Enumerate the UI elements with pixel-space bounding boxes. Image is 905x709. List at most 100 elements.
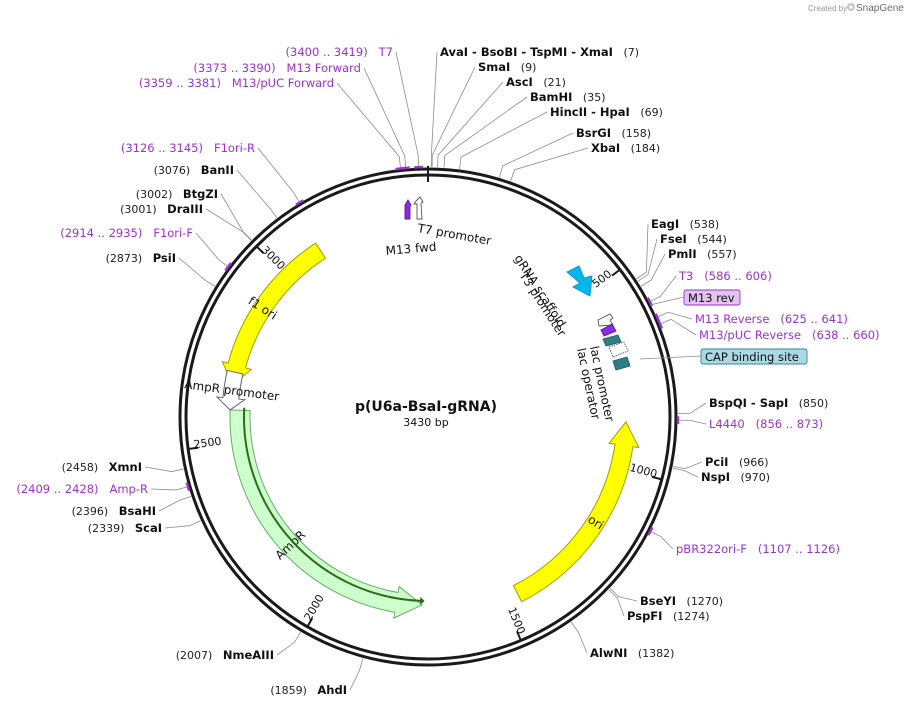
primer-label-m13rev: M13 Reverse (625 .. 641) <box>695 312 848 326</box>
label-part: EagI <box>651 217 679 231</box>
label-part: SapI <box>760 396 789 410</box>
enzyme-label-xbai: XbaI (184) <box>591 141 660 155</box>
leader-bspqi <box>677 402 707 414</box>
leader-xmni <box>144 466 184 472</box>
label-part: FseI <box>660 232 687 246</box>
label-part: XbaI <box>591 141 620 155</box>
label-part: SmaI <box>478 60 510 74</box>
label-part: AhdI <box>317 683 347 697</box>
leader-eagi <box>636 223 649 280</box>
primer-label-m13puc: (3359 .. 3381) M13/pUC Forward <box>139 76 334 90</box>
label-part: (856 .. 873) <box>745 417 823 431</box>
label-part: F1ori-R <box>203 141 255 155</box>
leader-pcii <box>672 461 703 470</box>
label-part: (850) <box>788 397 828 410</box>
label-part: (9) <box>510 61 536 74</box>
label-part: M13/pUC Reverse <box>699 328 801 342</box>
leader-scai <box>164 520 201 529</box>
plasmid-title: p(U6a-BsaI-gRNA) <box>355 399 497 415</box>
enzyme-label-eagi: EagI (538) <box>651 217 719 231</box>
label-part: (1107 .. 1126) <box>747 542 840 556</box>
m13-rev-arrow <box>600 323 617 337</box>
enzyme-labels: AvaI - BsoBI - TspMI - XmaI (7)SmaI (9) A… <box>62 45 829 697</box>
grna-scaffold-arrow <box>566 265 593 297</box>
label-part: XmaI <box>580 45 613 59</box>
label-part: (35) <box>572 91 605 104</box>
leader-m13pucrev <box>660 318 697 336</box>
enzyme-label-smai: SmaI (9) <box>478 60 536 74</box>
primer-label-t7: (3400 .. 3419) T7 <box>286 45 393 59</box>
leader-fsei <box>637 238 658 282</box>
leader-nspi <box>672 467 699 478</box>
tick-1000 <box>651 475 663 481</box>
tick-label-2500: 2500 <box>193 435 222 452</box>
primer-mark-pbr322 <box>647 526 654 536</box>
cap-binding-site-tag-text: CAP binding site <box>705 350 799 364</box>
label-part: M13 Reverse <box>695 312 769 326</box>
cap-binding-site-tag: CAP binding site <box>639 348 808 365</box>
ori-arrow <box>512 420 640 603</box>
ampr-promoter-arrow <box>215 369 247 411</box>
enzyme-label-draiii: (3001) DraIII <box>120 202 203 216</box>
tick-label-500: 500 <box>590 267 615 290</box>
primer-label-pbr322: pBR322ori-F (1107 .. 1126) <box>676 542 840 556</box>
label-part: NspI <box>701 470 730 484</box>
label-part: (7) <box>613 46 639 59</box>
enzyme-label-bseyi: BseYI (1270) <box>640 594 723 608</box>
leader-asci <box>437 81 504 168</box>
tick-label-1000: 1000 <box>628 461 658 481</box>
label-part: BtgZI <box>183 187 218 201</box>
label-part: (3373 .. 3390) <box>193 61 275 75</box>
label-part: (1274) <box>662 610 709 623</box>
leader-avai <box>430 51 438 168</box>
m13-rev-tag-text: M13 rev <box>688 291 735 305</box>
label-part: (586 .. 606) <box>693 269 771 283</box>
leader-draiii <box>205 208 252 241</box>
tick-label-2000: 2000 <box>302 592 327 623</box>
leader-bspfi <box>608 589 625 617</box>
lac-promoter-arrow <box>608 341 629 358</box>
label-part: T3 <box>678 269 693 283</box>
leader-bsrgi <box>498 132 574 178</box>
m13-fwd-label: M13 fwd <box>385 240 437 258</box>
label-part: (3359 .. 3381) <box>139 76 221 90</box>
cap-binding-block <box>612 356 631 371</box>
enzyme-label-psii: (2873) PsiI <box>106 251 176 265</box>
tick-2000 <box>306 617 314 628</box>
label-part: DraIII <box>167 202 203 216</box>
t3-promoter-label: T3 promoter <box>516 268 569 339</box>
enzyme-label-avai: AvaI - BsoBI - TspMI - XmaI (7) <box>440 45 639 59</box>
label-part: HpaI <box>600 105 630 119</box>
leader-m13puc <box>336 82 401 168</box>
primer-mark-f1orir <box>295 199 304 206</box>
label-part: (544) <box>687 233 727 246</box>
leader-t7 <box>395 51 419 167</box>
label-part: PsiI <box>153 251 176 265</box>
plasmid-size: 3430 bp <box>403 416 448 429</box>
leader-f1orir <box>257 147 300 202</box>
leader-f1orif <box>195 232 228 267</box>
label-part: (3076) <box>154 164 201 177</box>
label-part: (3126 .. 3145) <box>121 141 203 155</box>
leader-l4440 <box>678 419 707 425</box>
m13-rev-tag: M13 rev <box>649 289 741 306</box>
primer-mark-ampr <box>185 482 191 492</box>
leader-m13fwd <box>363 67 407 168</box>
tick-label-3000: 3000 <box>259 243 288 272</box>
label-part: (2458) <box>62 461 109 474</box>
enzyme-label-bsrgi: BsrGI (158) <box>576 126 651 140</box>
label-part: pBR322ori-F <box>676 542 747 556</box>
leader-banii <box>236 169 278 218</box>
enzyme-label-bsahi: (2396) BsaHI <box>72 504 156 518</box>
label-part: (538) <box>679 218 719 231</box>
snapgene-watermark: Created by SnapGene <box>808 3 904 14</box>
primer-mark-m13puc <box>395 166 406 171</box>
enzyme-label-bspqi: BspQI - SapI (850) <box>709 396 828 410</box>
leader-bamhi <box>443 96 528 168</box>
primer-marks <box>185 165 680 536</box>
label-part: (2396) <box>72 505 119 518</box>
label-part: XmnI <box>109 460 142 474</box>
label-part: (69) <box>630 106 663 119</box>
